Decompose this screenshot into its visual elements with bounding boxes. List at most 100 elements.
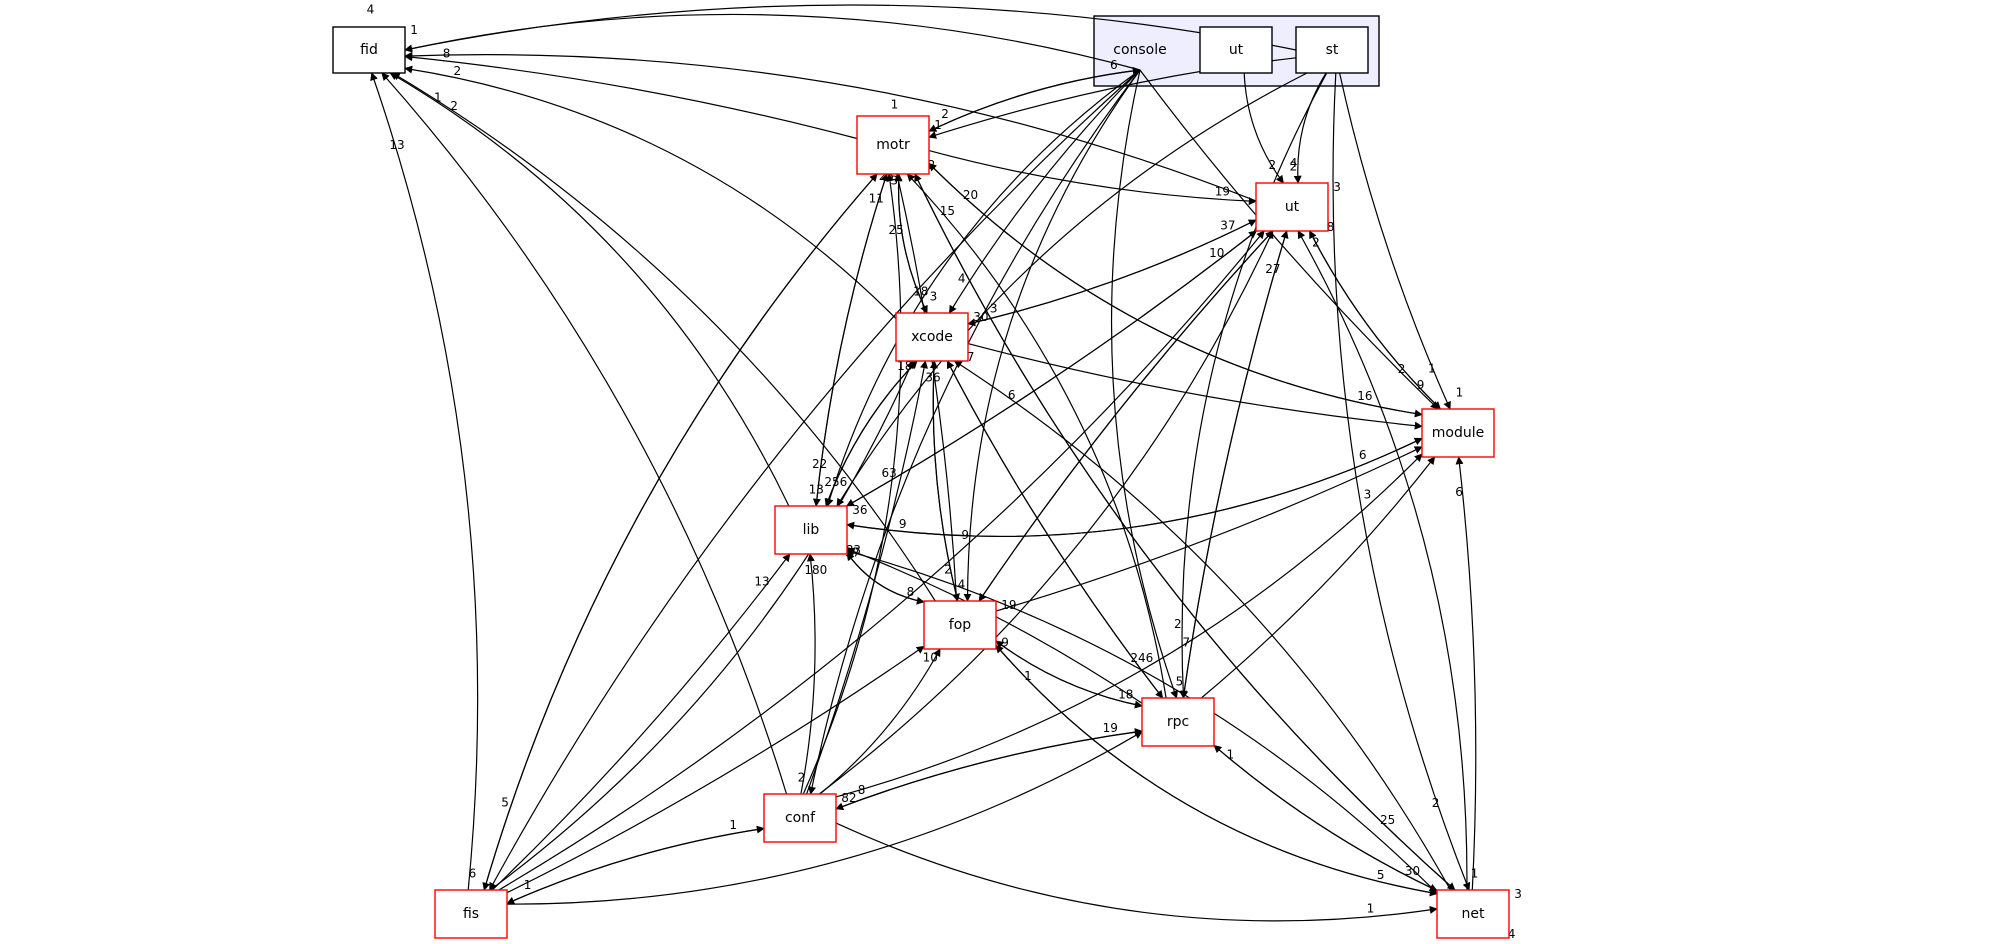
edge-conf-to-ut[interactable] — [818, 230, 1274, 795]
edge-label-rpc-to-conf[interactable]: 8 — [858, 783, 866, 797]
edge-label-motr-to-net[interactable]: 25 — [1380, 813, 1395, 827]
edge-conf-to-lib[interactable] — [800, 553, 816, 795]
edge-rpc-to-net[interactable] — [1213, 744, 1438, 892]
edge-ut_sub-to-ut[interactable] — [1243, 72, 1284, 184]
node-module-label[interactable]: module — [1432, 425, 1484, 441]
edge-console-to-fid[interactable] — [404, 13, 1141, 71]
node-fis-label[interactable]: fis — [463, 906, 479, 922]
edge-rpc-to-ut[interactable] — [1182, 230, 1289, 699]
edge-label-rpc-to-ut[interactable]: 27 — [1265, 262, 1280, 276]
edge-st-to-fid[interactable] — [404, 4, 1297, 53]
edge-fis-to-fop[interactable] — [506, 645, 925, 894]
node-lib[interactable]: lib — [774, 505, 848, 555]
edge-label-console-to-module[interactable]: 2 — [1398, 362, 1406, 376]
edge-motr-to-console[interactable] — [928, 66, 1141, 132]
edge-label-lib-to-fid[interactable]: 1 — [434, 90, 442, 104]
node-module-box[interactable] — [1421, 408, 1495, 458]
node-motr-box[interactable] — [856, 115, 930, 175]
edge-label-xcode-to-rpc[interactable]: 246 — [1130, 651, 1153, 665]
node-ut-label[interactable]: ut — [1285, 199, 1300, 215]
edge-label-conf-to-motr[interactable]: 25 — [889, 223, 904, 237]
edge-label-ut_sub-to-ut[interactable]: 2 — [1269, 158, 1277, 172]
edge-label-st-to-rpc[interactable]: 2 — [1174, 617, 1182, 631]
edge-label-fis-to-conf[interactable]: 1 — [729, 818, 737, 832]
node-conf-box[interactable] — [763, 793, 837, 843]
edge-label-fop-to-xcode[interactable]: 36 — [925, 370, 940, 384]
node-ut_sub-box[interactable] — [1199, 26, 1273, 74]
edge-label-st-to-ut[interactable]: 4 — [1290, 156, 1298, 170]
node-rpc-box[interactable] — [1141, 697, 1215, 747]
edge-net-to-xcode[interactable] — [953, 360, 1452, 891]
edge-label-xcode-to-lib[interactable]: 256 — [824, 475, 847, 489]
node-fid-box[interactable] — [332, 26, 406, 74]
edge-label-module-to-lib[interactable]: 9 — [899, 517, 907, 531]
edge-ut-to-fid[interactable] — [404, 51, 1257, 202]
node-st-box[interactable] — [1295, 26, 1369, 74]
edge-conf-to-module[interactable] — [835, 453, 1423, 798]
node-rpc-label[interactable]: rpc — [1167, 714, 1189, 730]
edge-label-rpc-to-fop[interactable]: 9 — [1001, 636, 1009, 650]
node-xcode-box[interactable] — [895, 312, 969, 362]
edge-motr-to-ut[interactable] — [928, 150, 1257, 206]
edge-label-motr-to-lib[interactable]: 22 — [812, 457, 827, 471]
edge-console-to-conf[interactable] — [808, 69, 1141, 795]
node-conf[interactable]: conf — [763, 793, 837, 843]
edge-net-to-motr[interactable] — [914, 173, 1456, 891]
edge-label-conf-to-net[interactable]: 1 — [1367, 901, 1375, 915]
edge-console-to-lib[interactable] — [825, 69, 1141, 507]
edge-label-fis-to-fid[interactable]: 13 — [389, 138, 404, 152]
edge-fop-to-fid[interactable] — [391, 72, 936, 602]
edge-rpc-to-xcode[interactable] — [946, 360, 1164, 699]
edge-fop-to-motr[interactable] — [894, 173, 958, 602]
edge-fis-to-rpc[interactable] — [506, 731, 1143, 905]
node-lib-box[interactable] — [774, 505, 848, 555]
node-ut_sub[interactable]: ut — [1199, 26, 1273, 74]
node-fid-label[interactable]: fid — [360, 42, 378, 58]
edge-st-to-ut[interactable] — [1293, 72, 1327, 184]
edge-label-rpc-to-net[interactable]: 30 — [1405, 864, 1420, 878]
edge-conf-to-motr[interactable] — [802, 173, 902, 795]
node-motr-label[interactable]: motr — [876, 137, 910, 153]
node-ut_sub-label[interactable]: ut — [1229, 42, 1244, 58]
edge-label-conf-to-lib[interactable]: 180 — [804, 563, 827, 577]
node-fop-label[interactable]: fop — [949, 617, 971, 633]
edge-st-to-net[interactable] — [1332, 72, 1471, 891]
edge-lib-to-fid[interactable] — [389, 72, 790, 507]
edge-xcode-to-motr[interactable] — [894, 173, 928, 314]
node-st[interactable]: st — [1295, 26, 1369, 74]
node-fop[interactable]: fop — [923, 600, 997, 650]
edge-conf-to-fis[interactable] — [506, 827, 765, 905]
edge-label-motr-to-ut[interactable]: 19 — [1215, 185, 1230, 199]
edge-label-motr-to-fid[interactable]: 8 — [443, 47, 451, 61]
edge-rpc-to-module[interactable] — [1200, 456, 1436, 699]
edge-net-to-lib[interactable] — [846, 548, 1438, 894]
edge-fop-to-lib[interactable] — [846, 552, 925, 603]
edge-label-net-to-module[interactable]: 6 — [1455, 485, 1463, 499]
edge-console-to-rpc[interactable] — [1110, 69, 1178, 699]
edge-fis-to-motr[interactable] — [483, 173, 878, 891]
edge-xcode-to-module[interactable] — [967, 343, 1423, 430]
edge-label-fop-to-net[interactable]: 5 — [1377, 868, 1385, 882]
edge-label-conf-to-rpc[interactable]: 19 — [1103, 721, 1118, 735]
edge-fis-to-fid[interactable] — [370, 72, 479, 891]
edge-net-to-ut[interactable] — [1297, 230, 1468, 891]
edge-st-to-lib[interactable] — [836, 72, 1308, 507]
edge-conf-to-xcode[interactable] — [806, 360, 928, 795]
edge-motr-to-fid[interactable] — [404, 53, 858, 140]
edge-label-net-to-fop[interactable]: 1 — [1024, 669, 1032, 683]
edge-st-to-module[interactable] — [1339, 72, 1451, 410]
edge-label-lib-to-fop[interactable]: 8 — [907, 585, 915, 599]
node-motr[interactable]: motr — [856, 115, 930, 175]
edge-label-lib-to-xcode[interactable]: 18 — [897, 359, 912, 373]
edge-label-module-to-motr[interactable]: 20 — [963, 188, 978, 202]
node-net-box[interactable] — [1436, 889, 1510, 939]
edge-label-conf-to-module[interactable]: 3 — [1364, 487, 1372, 501]
edge-fis-to-conf[interactable] — [506, 825, 765, 905]
node-net-label[interactable]: net — [1462, 906, 1485, 922]
edge-console-to-xcode[interactable] — [948, 69, 1141, 314]
edge-module-to-ut[interactable] — [1309, 230, 1441, 410]
edge-label-motr-to-fis[interactable]: 5 — [501, 796, 509, 810]
edge-label-net-to-rpc[interactable]: 1 — [1227, 748, 1235, 762]
edge-fis-to-lib[interactable] — [491, 553, 791, 891]
edge-conf-to-net[interactable] — [835, 822, 1438, 922]
